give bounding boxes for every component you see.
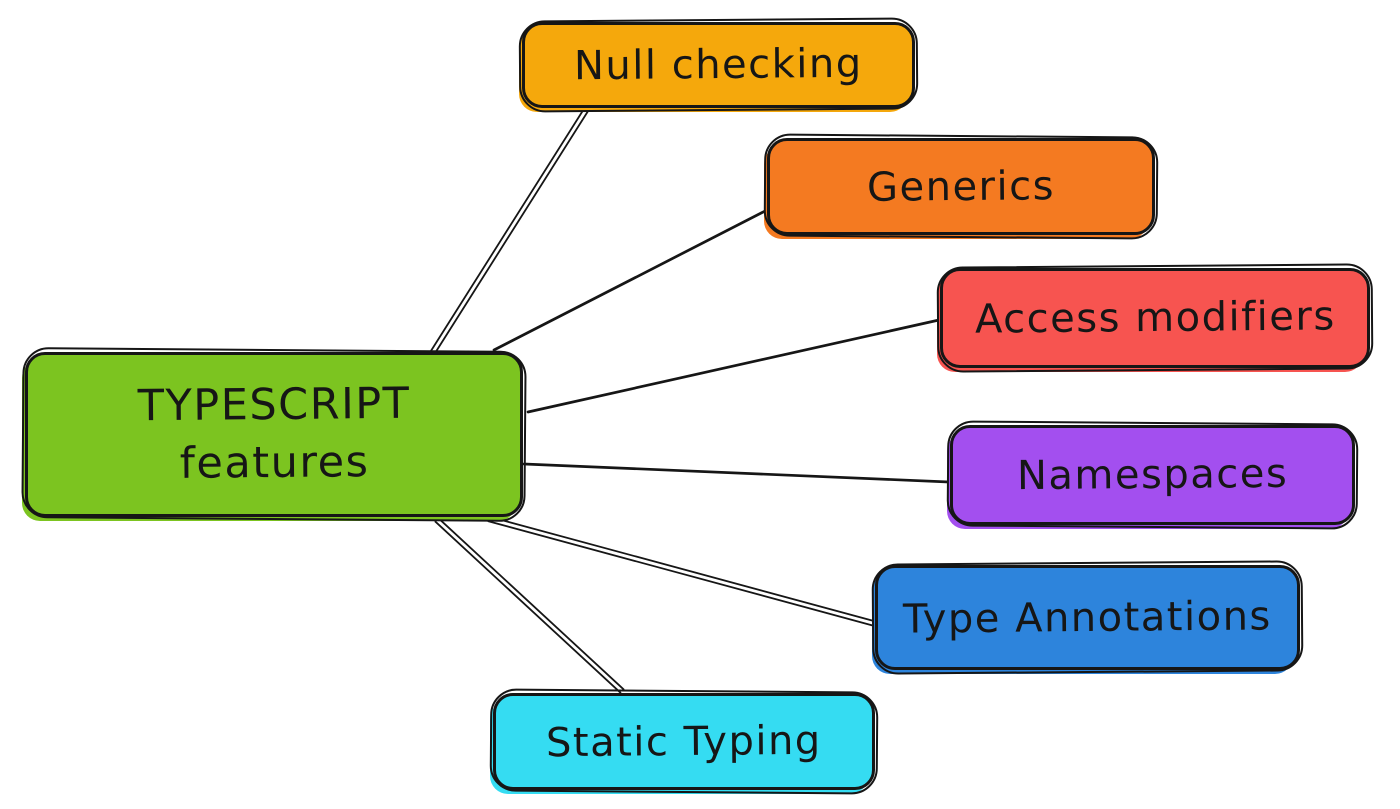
node-null-checking: Null checking	[522, 22, 915, 108]
edge-static-typing	[437, 517, 625, 691]
node-type-annotations: Type Annotations	[875, 565, 1300, 670]
node-label: Null checking	[573, 40, 864, 90]
edge-null-checking	[430, 107, 585, 352]
node-label: Generics	[866, 162, 1056, 211]
node-label: Namespaces	[1016, 450, 1289, 500]
edge-type-annotations	[488, 515, 878, 623]
node-generics: Generics	[767, 138, 1155, 235]
edge-namespaces	[522, 462, 951, 484]
edge-generics	[492, 207, 771, 352]
edge-type-annotations	[487, 520, 877, 628]
node-typescript-features: TYPESCRIPT features	[25, 352, 523, 517]
node-label: TYPESCRIPT features	[137, 379, 411, 490]
node-label: Static Typing	[545, 717, 823, 766]
node-static-typing: Static Typing	[493, 693, 875, 790]
edge-null-checking	[434, 110, 589, 355]
node-label: Type Annotations	[902, 592, 1273, 643]
edge-access-modifiers	[526, 318, 941, 414]
node-label: Access modifiers	[974, 293, 1336, 343]
node-access-modifiers: Access modifiers	[940, 268, 1370, 368]
edge-static-typing	[434, 520, 622, 694]
node-namespaces: Namespaces	[950, 425, 1355, 525]
